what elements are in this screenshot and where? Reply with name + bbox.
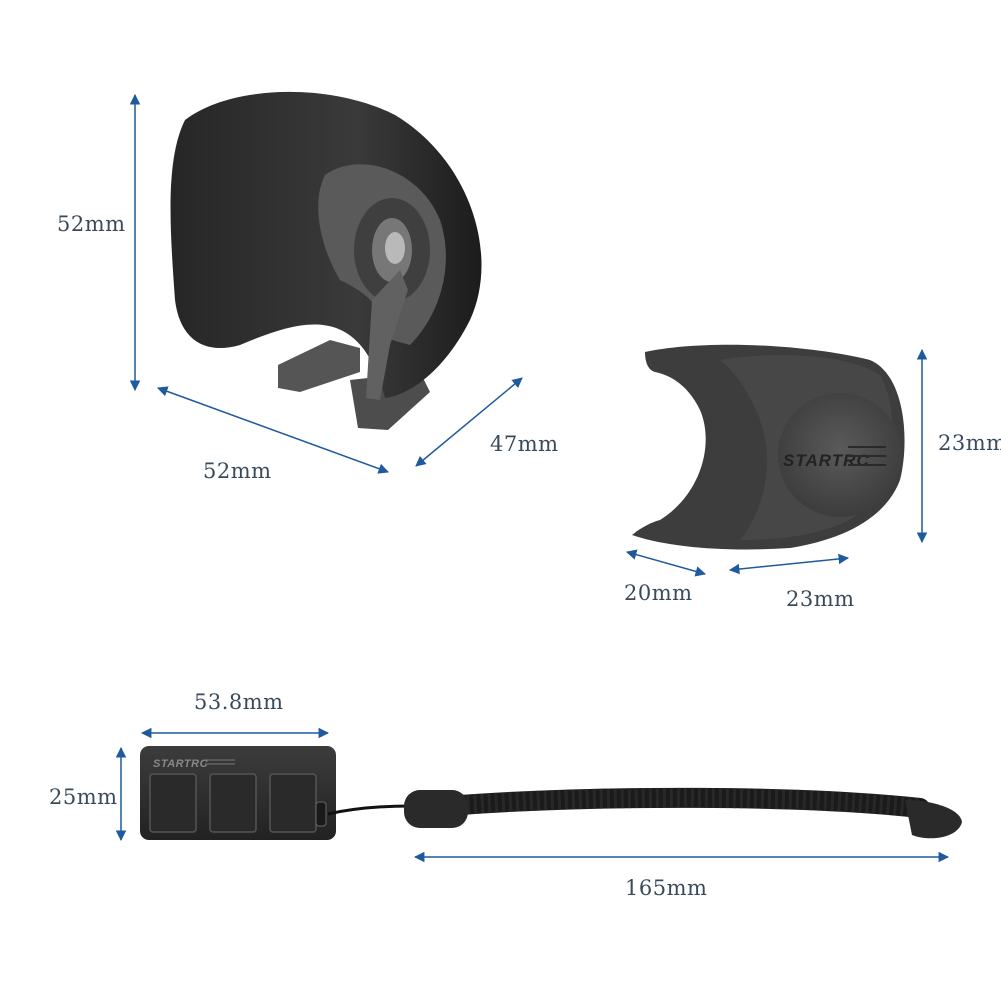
- cap-height-label: 23mm: [938, 431, 1001, 455]
- lanyard: [327, 787, 962, 839]
- hood-height-label: 52mm: [57, 212, 126, 236]
- lanyard-length-label: 165mm: [625, 876, 708, 900]
- hood-width-line: [157, 386, 389, 474]
- hood-depth-label: 47mm: [490, 432, 559, 456]
- card-logo: STARTRC: [153, 758, 209, 770]
- cap-logo: STARTRC: [783, 451, 870, 470]
- cap-width-line: [728, 553, 850, 575]
- card-width-label: 53.8mm: [194, 690, 284, 714]
- lens-hood: [170, 91, 482, 430]
- cap-width-label: 23mm: [786, 587, 855, 611]
- cap-base-label: 20mm: [624, 581, 693, 605]
- hood-depth-line: [415, 377, 523, 467]
- cap-base-line: [625, 549, 707, 577]
- card-height-label: 25mm: [49, 785, 118, 809]
- hood-width-label: 52mm: [203, 459, 272, 483]
- lens-cap: STARTRC: [632, 344, 905, 550]
- card-holder: STARTRC: [140, 746, 336, 840]
